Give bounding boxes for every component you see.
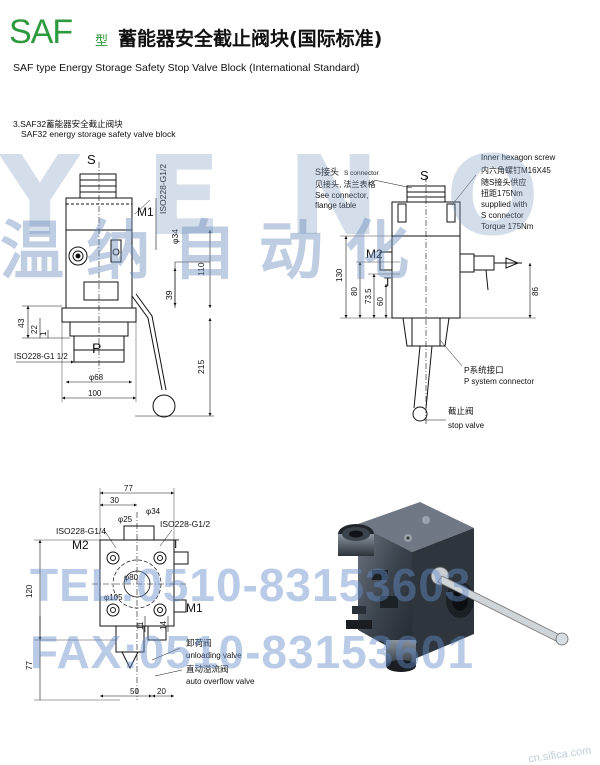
- page-title-cn: 蓄能器安全截止阀块(国际标准): [118, 28, 383, 50]
- v3-dim77: 77: [25, 661, 34, 670]
- section-title-cn: 3.SAF32蓄能器安全截止阀块: [13, 119, 123, 129]
- page-title-en: SAF type Energy Storage Safety Stop Valv…: [13, 62, 360, 74]
- v3-m2-label: M2: [72, 538, 89, 552]
- brand-title: SAF: [9, 13, 73, 51]
- v3-auto-cn: 直动溢流阀: [186, 664, 229, 674]
- v3-dim120: 120: [25, 584, 34, 598]
- v2-t-label: T: [384, 275, 392, 289]
- v2-s-label: S: [420, 168, 429, 183]
- v3-iso14: ISO228-G1/4: [56, 526, 106, 536]
- v2-hex-en: Inner hexagon screw: [481, 153, 555, 162]
- v1-iso-side: ISO228-G1/2: [158, 164, 168, 214]
- v1-d34: φ34: [170, 229, 180, 244]
- v3-unload-cn: 卸荷阀: [186, 638, 212, 648]
- type-char: 型: [95, 33, 109, 48]
- v3-d34: φ34: [146, 507, 161, 516]
- v3-d80: φ80: [124, 573, 139, 582]
- v1-d68: φ68: [89, 373, 104, 382]
- v2-dim735: 73.5: [364, 288, 373, 304]
- v3-m1-label: M1: [186, 601, 203, 615]
- v1-iso-bottom: ISO228-G1 1/2: [14, 352, 68, 361]
- v1-dim22: 22: [30, 325, 39, 334]
- v2-dim60: 60: [376, 297, 385, 306]
- v2-hex-cn: 内六角螺钉M16X45: [481, 165, 551, 175]
- v1-dim1: 1: [39, 331, 48, 336]
- v3-auto-en: auto overflow valve: [186, 677, 255, 686]
- view-top: [34, 488, 189, 701]
- v2-stop-cn: 截止阀: [448, 406, 474, 416]
- v2-see-en2: flange table: [315, 201, 357, 210]
- view-front-labels: S M1 P ISO228-G1/2 φ34 110 39 215 43 22 …: [14, 152, 206, 398]
- v3-dim50: 50: [130, 687, 139, 696]
- v2-sup-en3: Torque 175Nm: [481, 222, 534, 231]
- v3-dim11: 11: [136, 621, 145, 630]
- v2-sup-cn2: 扭距175Nm: [481, 188, 523, 198]
- v1-dim43: 43: [16, 318, 26, 328]
- view-side: [340, 174, 536, 426]
- v2-p-en: P system connector: [464, 377, 534, 386]
- v2-dim80: 80: [350, 287, 359, 296]
- v2-dim86: 86: [531, 287, 540, 296]
- v1-dim100: 100: [88, 389, 102, 398]
- v2-sup-en1: supplied with: [481, 200, 527, 209]
- v1-p-label: P: [92, 340, 101, 356]
- v1-m1-label: M1: [137, 205, 154, 219]
- v3-iso12: ISO228-G1/2: [160, 519, 210, 529]
- view-top-labels: 77 30 φ25 φ34 ISO228-G1/4 ISO228-G1/2 M2…: [25, 484, 255, 696]
- v2-stop-en: stop valve: [448, 421, 485, 430]
- v2-s-conn-small: S connector: [344, 170, 380, 177]
- v2-dim130: 130: [335, 268, 344, 282]
- v3-dim30: 30: [110, 496, 119, 505]
- v3-t-label: T: [172, 537, 180, 551]
- v3-d105: φ105: [104, 593, 123, 602]
- product-photo: [338, 502, 569, 672]
- v1-s-label: S: [87, 152, 96, 167]
- v2-s-conn-cn: S接头: [315, 166, 339, 177]
- v2-see-en1: See connector,: [315, 191, 368, 200]
- v1-dim39: 39: [164, 290, 174, 300]
- v3-dim14: 14: [159, 621, 168, 630]
- v3-d25: φ25: [118, 515, 133, 524]
- v3-unload-en: unloading valve: [186, 651, 242, 660]
- v2-m2-label: M2: [366, 247, 383, 261]
- v2-see-cn: 见接头, 法兰表格: [315, 179, 375, 189]
- v1-dim110: 110: [196, 262, 206, 276]
- v3-dim20: 20: [157, 687, 166, 696]
- section-title-en: SAF32 energy storage safety valve block: [21, 129, 176, 139]
- view-side-labels: S M2 T S接头 S connector 见接头, 法兰表格 See con…: [315, 153, 555, 430]
- view-front: [16, 162, 214, 418]
- v1-dim215: 215: [196, 360, 206, 374]
- v2-sup-cn1: 随S接头供应: [481, 177, 526, 187]
- v2-sup-en2: S connector: [481, 211, 524, 220]
- v2-p-cn: P系统接口: [464, 365, 504, 375]
- v3-dim77top: 77: [124, 484, 133, 493]
